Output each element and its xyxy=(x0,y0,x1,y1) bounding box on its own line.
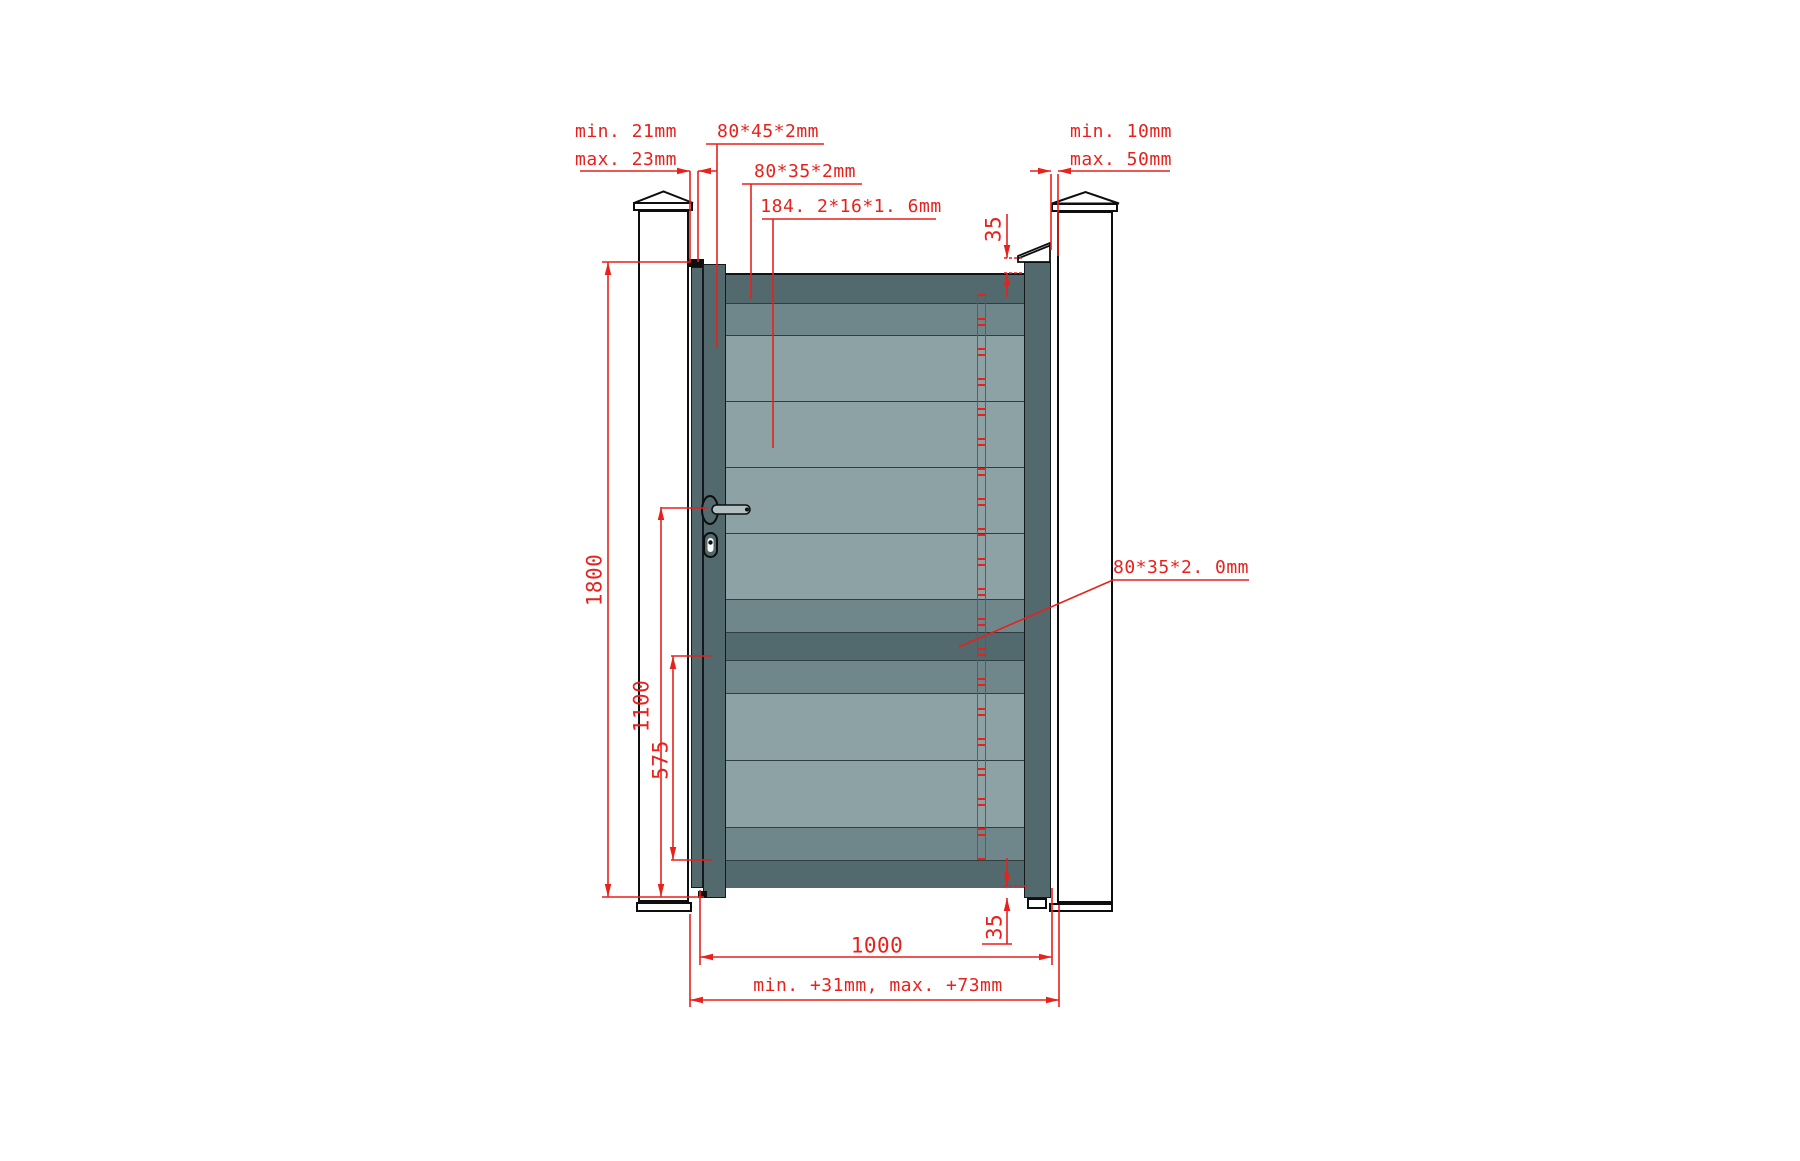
label-35-bottom: 35 xyxy=(982,913,1007,941)
lock-stile xyxy=(1024,262,1051,898)
slat-narrow xyxy=(726,303,1024,335)
label-height-1800: 1800 xyxy=(582,553,607,607)
hinge-stile xyxy=(703,264,726,898)
hinge-stile-foot xyxy=(698,891,707,898)
label-gap-hinge-min: min. 21mm xyxy=(574,121,678,142)
right-post-base xyxy=(1049,903,1113,912)
top-rail xyxy=(726,275,1024,303)
label-gap-hinge-max: max. 23mm xyxy=(574,149,678,170)
hinge-strip xyxy=(691,267,703,888)
label-slat-profile: 184. 2*16*1. 6mm xyxy=(760,196,942,217)
latch-wedge xyxy=(1017,241,1051,263)
slat-wide xyxy=(726,335,1024,401)
label-top-rail-profile: 80*35*2mm xyxy=(753,161,857,182)
slat-wide xyxy=(726,760,1024,827)
hinge-strip-cap xyxy=(689,259,704,267)
label-opening-range: min. +31mm, max. +73mm xyxy=(753,975,1003,996)
label-height-1100: 1100 xyxy=(629,679,654,733)
right-post-body xyxy=(1057,211,1113,903)
slat-wide xyxy=(726,401,1024,467)
label-height-575: 575 xyxy=(648,740,673,780)
left-post-body xyxy=(638,210,689,902)
right-post-cap-band xyxy=(1051,203,1118,212)
label-gap-latch-min: min. 10mm xyxy=(1069,121,1173,142)
lock-stile-foot-block xyxy=(1027,898,1047,909)
label-hinge-stile-profile: 80*45*2mm xyxy=(716,121,820,142)
left-post-cap-band xyxy=(633,202,693,211)
bottom-rail xyxy=(726,860,1024,888)
label-35-top: 35 xyxy=(981,215,1006,243)
slat-narrow xyxy=(726,660,1024,693)
lock-drop-rod-dashed xyxy=(977,294,986,860)
slat-wide xyxy=(726,467,1024,533)
label-middle-rail-profile: 80*35*2. 0mm xyxy=(1112,557,1250,578)
label-width-1000: 1000 xyxy=(850,933,904,958)
slat-wide xyxy=(726,693,1024,760)
left-post-base xyxy=(636,902,692,912)
label-gap-latch-max: max. 50mm xyxy=(1069,149,1173,170)
slat-narrow xyxy=(726,827,1024,860)
